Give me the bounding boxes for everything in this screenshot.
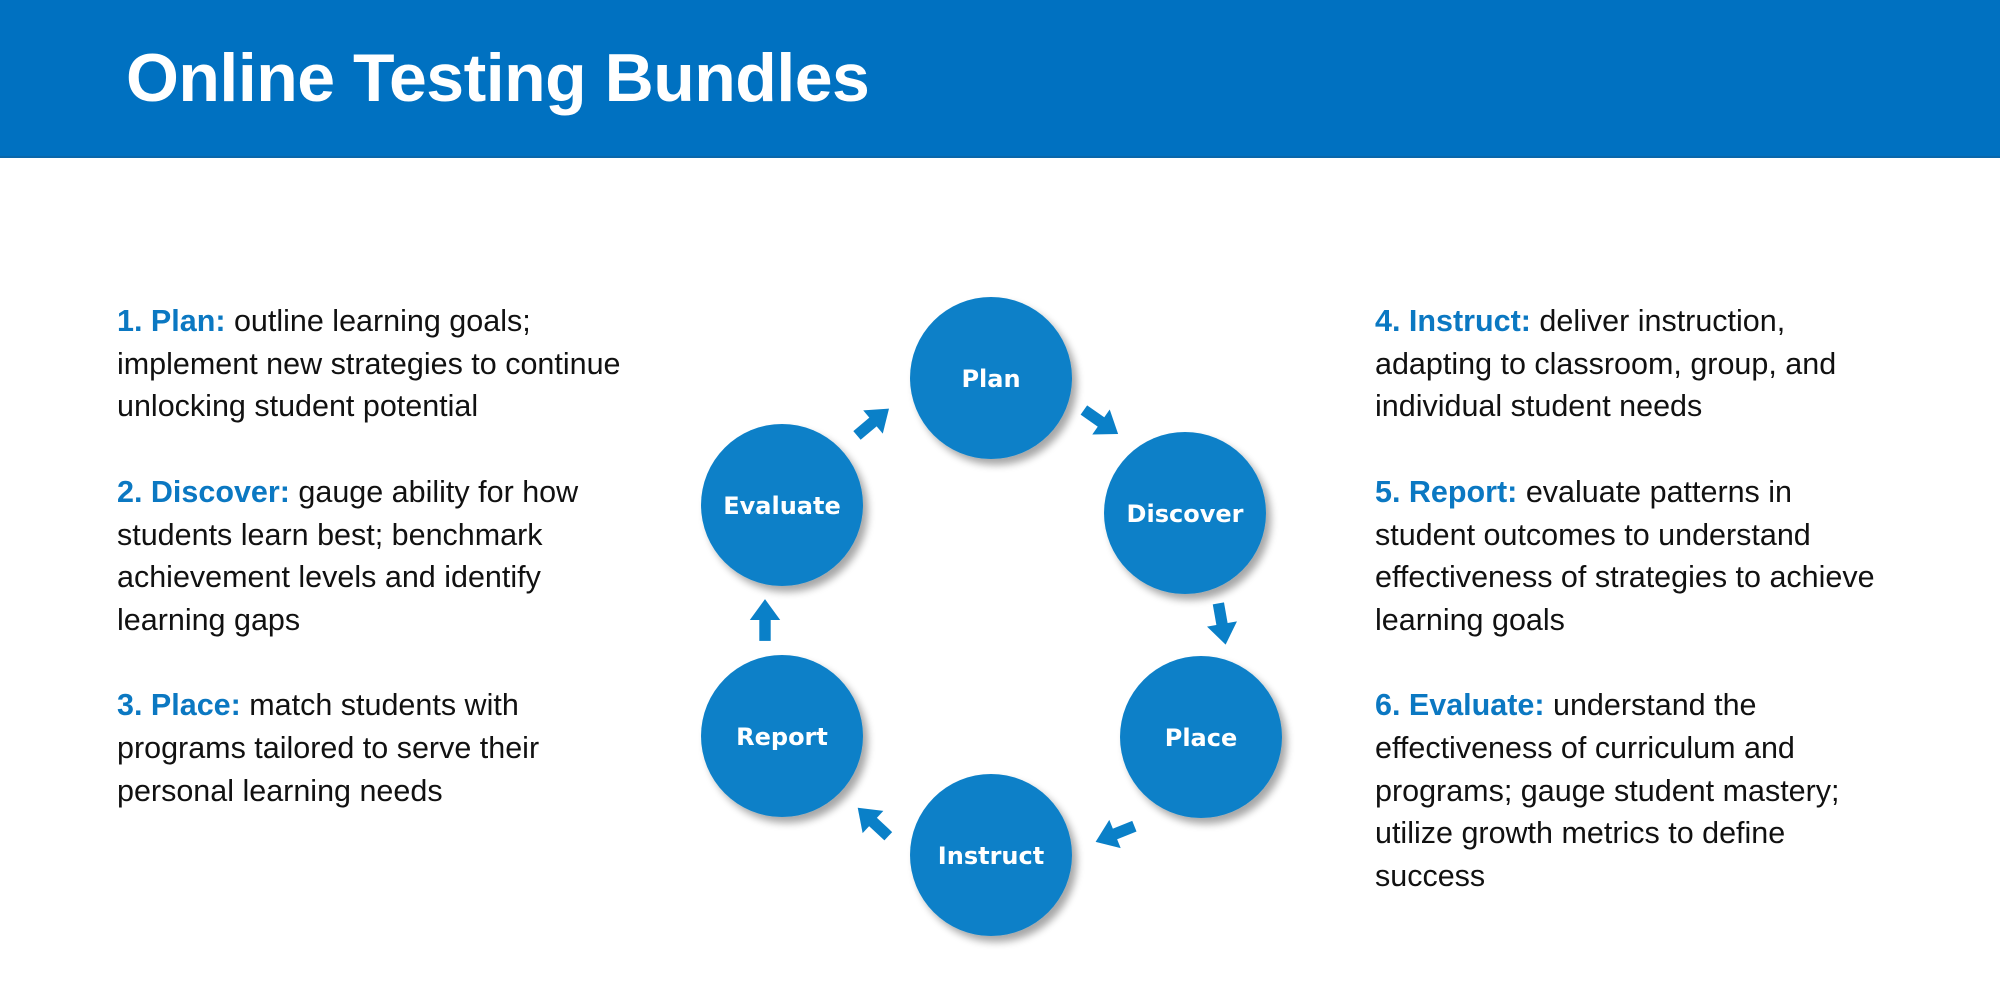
node-discover-circle: [1104, 432, 1266, 594]
page-title: Online Testing Bundles: [126, 40, 870, 116]
arrow-up-icon: [749, 599, 781, 641]
step-plan: 1. Plan: outline learning goals; impleme…: [117, 300, 637, 428]
step-label: 2. Discover:: [117, 474, 290, 509]
node-evaluate: Evaluate: [701, 424, 863, 586]
cycle-diagram-svg: Plan Discover Place Instruct Report Eval…: [701, 297, 1282, 936]
node-plan-label: Plan: [961, 365, 1020, 393]
step-text: match students with programs tailored to…: [117, 688, 540, 808]
arrow-down-left-icon: [1089, 812, 1141, 856]
node-evaluate-circle: [701, 424, 863, 586]
node-place-circle: [1120, 656, 1282, 818]
step-text: gauge ability for how students learn bes…: [117, 474, 579, 637]
step-discover: 2. Discover: gauge ability for how stude…: [117, 471, 637, 642]
node-place-label: Place: [1165, 724, 1238, 752]
step-label: 4. Instruct:: [1375, 304, 1531, 338]
node-report: Report: [701, 655, 863, 817]
step-report: 5. Report: evaluate patterns in student …: [1375, 471, 1895, 642]
step-evaluate: 6. Evaluate: understand the effectivenes…: [1375, 684, 1895, 898]
node-instruct-circle: [910, 774, 1072, 936]
step-instruct: 4. Instruct: deliver instruction, adapti…: [1375, 300, 1895, 428]
node-discover-label: Discover: [1127, 500, 1244, 528]
node-plan: Plan: [910, 297, 1072, 459]
node-report-label: Report: [736, 723, 828, 751]
cycle-diagram: Plan Discover Place Instruct Report Eval…: [660, 270, 1320, 950]
arrow-up-left-icon: [847, 796, 899, 848]
step-text: deliver instruction, adapting to classro…: [1375, 304, 1837, 424]
node-instruct: Instruct: [910, 774, 1072, 936]
node-report-circle: [701, 655, 863, 817]
steps-left-column: 1. Plan: outline learning goals; impleme…: [117, 300, 637, 855]
step-place: 3. Place: match students with programs t…: [117, 684, 637, 812]
node-plan-circle: [910, 297, 1072, 459]
step-label: 1. Plan:: [117, 304, 226, 338]
steps-right-column: 4. Instruct: deliver instruction, adapti…: [1375, 300, 1895, 941]
arrow-down-icon: [1203, 600, 1241, 648]
arrow-down-right-icon: [1075, 397, 1127, 447]
step-text: outline learning goals; implement new st…: [117, 304, 621, 424]
header-banner: Online Testing Bundles: [0, 0, 2000, 158]
node-evaluate-label: Evaluate: [723, 492, 841, 520]
node-instruct-label: Instruct: [938, 842, 1044, 870]
step-text: evaluate patterns in student outcomes to…: [1375, 474, 1875, 637]
step-text: understand the effectiveness of curricul…: [1375, 688, 1840, 894]
step-label: 6. Evaluate:: [1375, 688, 1545, 723]
step-label: 3. Place:: [117, 688, 241, 723]
node-discover: Discover: [1104, 432, 1266, 594]
step-label: 5. Report:: [1375, 474, 1518, 509]
arrow-up-right-icon: [847, 396, 899, 448]
node-place: Place: [1120, 656, 1282, 818]
